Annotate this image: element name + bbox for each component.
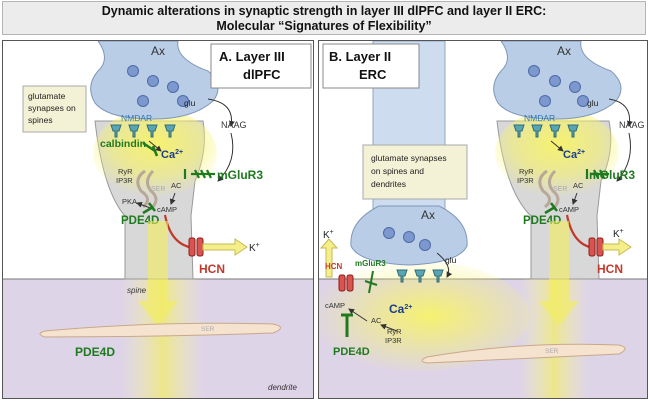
signal-propagation-arrow [138, 221, 178, 326]
dendritic-mglur3-label: mGluR3 [355, 259, 386, 268]
potassium-efflux-arrow [602, 238, 632, 256]
mglur3-label: mGluR3 [217, 168, 263, 182]
mglur3-label: mGluR3 [589, 168, 635, 182]
dendritic-axon-label: Ax [421, 208, 435, 222]
figure-title: Dynamic alterations in synaptic strength… [2, 1, 646, 35]
panel-a-diagram: Ax glu NAAG NMDAR calbindin Ca2+ RyR IP3… [3, 41, 313, 398]
heading-line-2: ERC [359, 67, 387, 82]
dendrite-ser [421, 343, 626, 364]
callout-line-2: on spines and [371, 166, 424, 176]
nmdar-label: NMDAR [121, 113, 152, 123]
mglur3-receptor [183, 169, 215, 179]
ip3r-label: IP3R [116, 176, 133, 185]
heading-line-1: B. Layer II [329, 49, 391, 64]
nmdar-receptors [513, 124, 579, 138]
naag-label: NAAG [619, 120, 645, 130]
callout-box [22, 85, 87, 133]
axon-label: Ax [151, 44, 165, 58]
panel-b-heading: B. Layer II ERC [322, 43, 420, 89]
title-line-1: Dynamic alterations in synaptic strength… [101, 4, 547, 18]
dendritic-calcium-label: Ca2+ [389, 302, 412, 316]
dendritic-potassium-label: K+ [323, 229, 334, 241]
glu-label: glu [587, 98, 599, 108]
dendritic-ip3r-label: IP3R [385, 336, 402, 345]
heading-box [210, 43, 312, 89]
synaptic-vesicles [127, 65, 189, 107]
nmdar-label: NMDAR [524, 113, 555, 123]
dendritic-glu-label: glu [445, 255, 457, 265]
ac-label: AC [171, 181, 182, 190]
pka-label: PKA [122, 197, 137, 206]
mglur3-receptor [585, 169, 609, 179]
dendritic-ryr-label: RyR [387, 327, 402, 336]
callout-line-1: glutamate [28, 91, 66, 101]
dendritic-ac-label: AC [371, 316, 382, 325]
heading-box [322, 43, 420, 89]
calcium-label: Ca2+ [563, 149, 585, 161]
axon-label: Ax [557, 44, 571, 58]
nmdar-receptors [110, 124, 176, 138]
dendritic-pde4d-label: PDE4D [333, 346, 370, 358]
panel-b-diagram: Ax glu glutamate synapses on spines and … [319, 41, 647, 398]
dendritic-vesicles [383, 227, 431, 251]
calbindin-label: calbindin [100, 138, 146, 150]
dendrite-pde4d-label: PDE4D [75, 345, 115, 359]
naag-label: NAAG [221, 120, 247, 130]
callout-line-1: glutamate synapses [371, 153, 447, 163]
ryr-label: RyR [118, 167, 133, 176]
glutamate-synapses-callout: glutamate synapses on spines and dendrit… [362, 144, 468, 200]
ser-label: SER [151, 186, 165, 193]
panel-a-heading: A. Layer III dlPFC [210, 43, 312, 89]
hcn-channel [188, 237, 204, 257]
dendritic-potassium-arrow [319, 238, 339, 278]
dendritic-camp-label: cAMP [325, 301, 345, 310]
heading-line-1: A. Layer III [219, 49, 285, 64]
camp-label: cAMP [157, 205, 177, 214]
glutamate-synapses-callout: glutamate synapses on spines [22, 85, 87, 133]
spine-ser-organelle [538, 169, 560, 211]
potassium-label: K+ [613, 228, 624, 240]
dendrite-ser [39, 322, 281, 338]
glu-label: glu [184, 98, 196, 108]
potassium-label: K+ [249, 242, 260, 254]
hcn-label: HCN [199, 262, 225, 276]
dendrite-label: dendrite [268, 383, 297, 392]
ip3r-label: IP3R [517, 176, 534, 185]
callout-line-3: spines [28, 115, 53, 125]
camp-label: cAMP [559, 205, 579, 214]
panel-a-layer-iii-dlpfc: Ax glu NAAG NMDAR calbindin Ca2+ RyR IP3… [2, 40, 314, 399]
dendrite-ser-label: SER [201, 326, 215, 333]
ser-label: SER [553, 186, 567, 193]
dendrite-calcium-glow [319, 261, 529, 371]
dendritic-nmdar-receptors [396, 269, 444, 283]
callout-line-2: synapses on [28, 103, 76, 113]
spine-ser-organelle [136, 169, 158, 211]
dendritic-pde4d-inhibition [341, 313, 353, 337]
title-line-2: Molecular “Signatures of Flexibility” [216, 19, 432, 33]
potassium-efflux-arrow [202, 238, 248, 256]
dendrite-ser-label: SER [545, 348, 559, 355]
panel-b-layer-ii-erc: Ax glu glutamate synapses on spines and … [318, 40, 648, 399]
heading-line-2: dlPFC [243, 67, 281, 82]
spine-calcium-glow [495, 109, 619, 197]
dendritic-hcn-channel [338, 274, 354, 292]
callout-line-3: dendrites [371, 179, 406, 189]
spine-label: spine [127, 286, 147, 295]
calcium-label: Ca2+ [161, 149, 183, 161]
ryr-label: RyR [519, 167, 534, 176]
dendritic-mglur3-receptor [364, 270, 378, 294]
signal-propagation-arrow [539, 221, 579, 326]
callout-box [362, 144, 468, 200]
hcn-label: HCN [597, 262, 623, 276]
ac-label: AC [573, 181, 584, 190]
synaptic-vesicles [528, 65, 589, 107]
dendritic-hcn-label: HCN [325, 262, 343, 271]
